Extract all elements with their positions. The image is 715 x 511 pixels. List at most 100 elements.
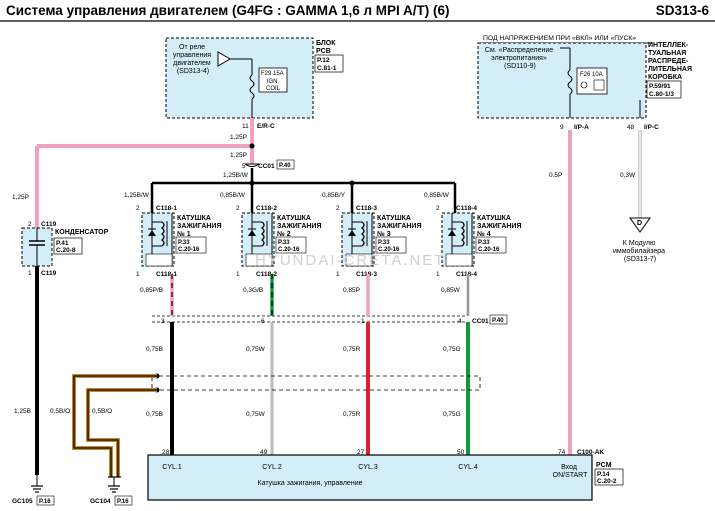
condenser-name: КОНДЕНСАТОР <box>55 229 109 236</box>
label-c2-bot: 0,75W <box>246 411 266 418</box>
cc01-pin: 5 <box>242 163 246 170</box>
pcb-pin: 11 <box>242 123 249 130</box>
label-c3-bot: 0,75R <box>343 411 361 418</box>
condenser-refs: P.41 C.20-8 <box>56 240 76 254</box>
fuse-label: F29 15A IGN COIL <box>261 71 285 92</box>
coil-pin-top: 2 <box>136 205 140 212</box>
coil-connector-bottom: C118-1 <box>156 271 177 278</box>
condenser-conn-bot: C119 <box>41 270 57 277</box>
label-05bo-2: 0,5B/O <box>92 408 112 415</box>
coil-name: № 2 <box>277 230 291 238</box>
cc01-low-pin-4: 4 <box>458 318 462 325</box>
pcb-block: От реле управления двигателем (SD313-4) … <box>165 37 344 130</box>
cc01-low-pin-2: 6 <box>261 318 265 325</box>
immob-text: К Модулю иммобилайзера (SD313-7) <box>613 240 667 263</box>
coil-name: № 4 <box>477 230 491 238</box>
coil-ref-connector: C.20-16 <box>278 247 300 253</box>
cc01-low-name: CC01 <box>472 318 489 325</box>
pcm-cyl-4: CYL.4 <box>458 464 478 471</box>
coil-pin-bottom: 1 <box>236 271 240 278</box>
relay-icon <box>593 79 605 91</box>
label-085bw-4: 0,85B/W <box>424 192 450 199</box>
coil-connector-top: C118-3 <box>356 205 377 212</box>
pin-ipa: 9 <box>560 124 564 131</box>
pcm-refs: P.14 C.20-2 <box>597 471 617 485</box>
label-c1-bot: 0,75B <box>146 411 163 418</box>
fuse-icon <box>567 69 573 95</box>
relay-note: От реле управления двигателем (SD313-4) <box>173 44 213 75</box>
pcb-name: БЛОК PCB <box>316 40 337 55</box>
pcm-cyl-1: CYL.1 <box>162 464 182 471</box>
coil-ref-page: P.33 <box>278 240 290 246</box>
condenser: 2 C119 КОНДЕНСАТОР P.41 C.20-8 1 C119 <box>21 221 109 277</box>
cc01-low-pin-1: 3 <box>161 318 165 325</box>
pcm-module: 28 49 27 50 74 C100-AK CYL.1 CYL.2 CYL.3… <box>147 449 624 501</box>
label-c3-top: 0,85P <box>343 287 360 294</box>
label-125p-c: 1,25P <box>12 194 29 201</box>
label-125bw-b: 1,25B/W <box>124 192 150 199</box>
label-c2-top: 0,3G/B <box>243 287 263 294</box>
label-c4-top: 0,85W <box>441 287 461 294</box>
coil-ref-page: P.33 <box>378 240 390 246</box>
coil-pin-top: 2 <box>436 205 440 212</box>
cc01-name: CC01 <box>258 163 275 170</box>
label-125p-b: 1,25P <box>230 152 247 159</box>
coil-connector-top: C118-1 <box>156 205 177 212</box>
coil-ref-page: P.33 <box>478 240 490 246</box>
pcm-connector: C100-AK <box>577 449 604 456</box>
label-085bw: 0,85B/W <box>220 192 246 199</box>
coil-name: ЗАЖИГАНИЯ <box>177 223 222 230</box>
conn-ipc: I/P-C <box>644 124 659 131</box>
shield-outline <box>151 375 481 391</box>
cc01-low-pin-3: 1 <box>361 318 365 325</box>
coil-name: ЗАЖИГАНИЯ <box>477 223 522 230</box>
offpage-letter: D <box>637 220 642 227</box>
coil-name: КАТУШКА <box>177 215 211 222</box>
label-05bo-1: 0,5B/O <box>50 408 70 415</box>
pin-ipc: 48 <box>627 124 635 131</box>
coil-ref-connector: C.20-16 <box>378 247 400 253</box>
pcb-connector: E/R-C <box>257 123 275 130</box>
pcm-input: Вход ON/START <box>553 464 588 479</box>
ground-gc105: GC105 P.16 <box>12 485 55 506</box>
pcm-pin-27: 27 <box>357 449 365 456</box>
label-03w: 0,3W <box>620 172 636 179</box>
relay-arrow-icon <box>217 51 231 67</box>
condenser-pin-top: 2 <box>28 221 32 228</box>
gc104-ref: P.16 <box>117 499 129 505</box>
pcm-caption: Катушка зажигания, управление <box>258 480 363 487</box>
label-c3-mid: 0,75R <box>343 346 361 353</box>
ground-gc104: GC104 P.16 <box>90 476 133 506</box>
coil-ref-page: P.33 <box>178 240 190 246</box>
label-125p-a: 1,25P <box>230 134 247 141</box>
pcm-name: PCM <box>596 462 612 469</box>
coil-connector-bottom: C118-2 <box>256 271 277 278</box>
coil-pin-top: 2 <box>336 205 340 212</box>
fuse-f26: F26 10A <box>580 72 603 78</box>
coil-name: КАТУШКА <box>277 215 311 222</box>
fuse-label-box <box>258 67 288 93</box>
offpage-connector-icon <box>629 217 651 233</box>
coil-pin-bottom: 1 <box>336 271 340 278</box>
label-c2-mid: 0,75W <box>246 346 266 353</box>
condenser-pin-bot: 1 <box>28 270 32 277</box>
smart-junction-block: ПОД НАПРЯЖЕНИЕМ ПРИ «ВКЛ» ИЛИ «ПУСК» См.… <box>477 35 692 131</box>
label-c4-mid: 0,75G <box>443 346 461 353</box>
coil-ref-connector: C.20-16 <box>478 247 500 253</box>
pcm-pin-74: 74 <box>558 449 566 456</box>
coil-name: № 3 <box>377 230 391 238</box>
pcm-pin-49: 49 <box>260 449 268 456</box>
gc105-name: GC105 <box>12 498 33 505</box>
pcm-pin-28: 28 <box>162 449 170 456</box>
coil-connector-top: C118-2 <box>256 205 277 212</box>
label-085by: 0,85B/Y <box>322 192 346 199</box>
label-125bw-a: 1,25B/W <box>223 172 249 179</box>
label-c4-bot: 0,75G <box>443 411 461 418</box>
cc01-ref: P.40 <box>279 163 291 169</box>
coil-pin-bottom: 1 <box>136 271 140 278</box>
